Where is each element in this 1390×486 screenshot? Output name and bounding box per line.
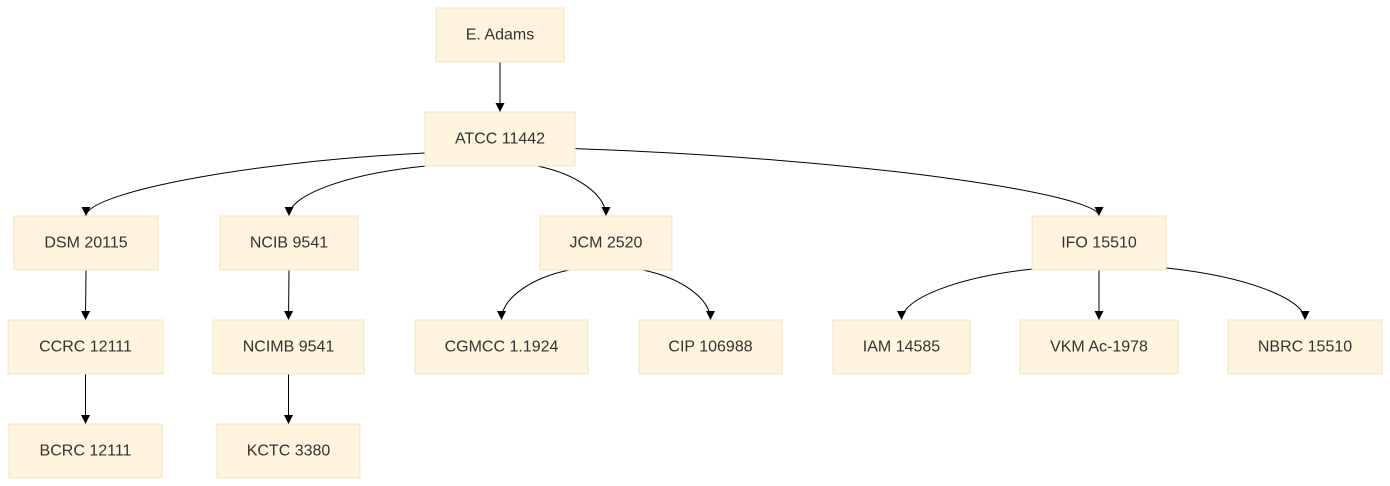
node-kctc-3380: KCTC 3380 [216,423,361,479]
edge-ifo-15510-to-iam-14585 [897,268,1033,321]
node-label: NBRC 15510 [1258,339,1352,356]
node-jcm-2520: JCM 2520 [539,215,673,271]
node-label: NCIB 9541 [250,235,328,252]
node-cgmcc-1-1924: CGMCC 1.1924 [414,319,589,375]
node-label: IAM 14585 [863,339,940,356]
node-label: ATCC 11442 [455,131,545,148]
edge-jcm-2520-to-cgmcc-1-1924 [497,269,570,321]
node-label: E. Adams [466,27,534,44]
node-dsm-20115: DSM 20115 [13,215,159,271]
edge-atcc-11442-to-jcm-2520 [537,165,611,217]
node-box [414,319,589,375]
node-label: BCRC 12111 [40,443,132,460]
node-label: IFO 15510 [1061,235,1137,252]
node-box [216,423,361,479]
node-label: CIP 106988 [668,339,752,356]
node-cip-106988: CIP 106988 [638,319,783,375]
node-label: CCRC 12111 [39,339,132,356]
node-box [7,319,164,375]
node-bcrc-12111: BCRC 12111 [8,423,163,479]
node-box [8,423,163,479]
node-box [13,215,159,271]
node-ccrc-12111: CCRC 12111 [7,319,164,375]
node-label: KCTC 3380 [247,443,331,460]
edge-atcc-11442-to-dsm-20115 [81,152,426,217]
node-box [1227,319,1383,375]
node-label: DSM 20115 [44,235,127,252]
node-label: NCIMB 9541 [243,339,335,356]
node-ncimb-9541: NCIMB 9541 [212,319,365,375]
node-box [539,215,673,271]
edge-ncib-9541-to-ncimb-9541 [284,269,294,321]
edge-atcc-11442-to-ncib-9541 [284,165,427,217]
node-box [638,319,783,375]
node-label: VKM Ac-1978 [1050,339,1148,356]
edge-atcc-11442-to-ifo-15510 [574,148,1104,217]
node-ncib-9541: NCIB 9541 [219,215,359,271]
node-label: JCM 2520 [570,235,643,252]
node-e-adams: E. Adams [435,7,565,63]
node-ifo-15510: IFO 15510 [1031,215,1167,271]
node-label: CGMCC 1.1924 [445,339,559,356]
edge-jcm-2520-to-cip-106988 [642,269,715,321]
node-atcc-11442: ATCC 11442 [424,111,576,167]
node-iam-14585: IAM 14585 [832,319,971,375]
edge-ifo-15510-to-nbrc-15510 [1165,267,1310,321]
node-box [435,7,565,63]
node-box [219,215,359,271]
node-nbrc-15510: NBRC 15510 [1227,319,1383,375]
node-vkm-ac-1978: VKM Ac-1978 [1019,319,1179,375]
edge-dsm-20115-to-ccrc-12111 [81,269,91,321]
node-box [1031,215,1167,271]
node-box [1019,319,1179,375]
node-box [212,319,365,375]
node-box [424,111,576,167]
node-box [832,319,971,375]
